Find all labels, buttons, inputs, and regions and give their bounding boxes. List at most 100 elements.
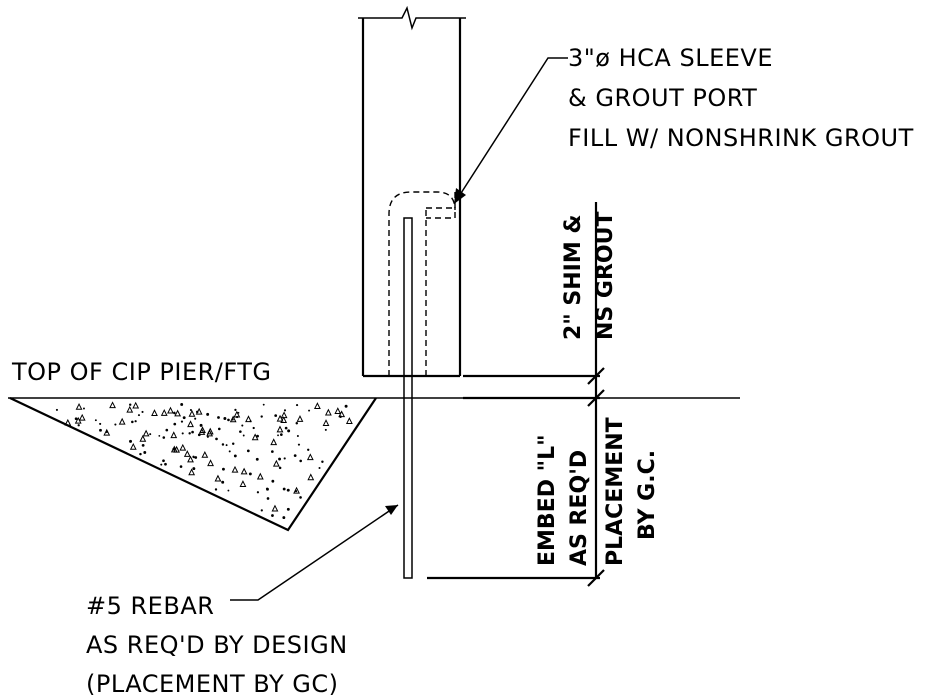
- stipple-dot: [318, 466, 321, 469]
- stipple-dot: [295, 422, 299, 425]
- stipple-triangle: [179, 443, 187, 451]
- stipple-triangle: [256, 472, 264, 480]
- stipple-dot: [274, 414, 278, 417]
- stipple-dot: [339, 415, 342, 418]
- sleeve-leader: [453, 57, 568, 205]
- stipple-dot: [256, 491, 260, 494]
- stipple-triangle: [187, 455, 194, 463]
- stipple-triangle: [206, 429, 214, 437]
- stipple-triangle: [201, 450, 209, 458]
- stipple-dot: [234, 408, 237, 411]
- stipple-dot: [94, 419, 97, 422]
- stipple-dot: [77, 424, 80, 427]
- stipple-dot: [277, 434, 279, 437]
- stipple-dot: [217, 416, 220, 419]
- stipple-triangle: [75, 402, 83, 410]
- stipple-dot: [256, 434, 259, 438]
- stipple-dot: [321, 460, 324, 463]
- stipple-dot: [282, 516, 286, 519]
- stipple-dot: [162, 436, 166, 439]
- stipple-dot: [74, 417, 78, 421]
- stipple-triangle: [170, 431, 178, 439]
- stipple-triangle: [272, 459, 280, 467]
- stipple-triangle: [78, 413, 86, 421]
- stipple-dot: [82, 407, 85, 410]
- stipple-triangle: [276, 425, 284, 433]
- stipple-dot: [260, 509, 263, 512]
- stipple-dot: [206, 435, 209, 438]
- stipple-triangle: [239, 480, 247, 487]
- stipple-dot: [199, 423, 203, 427]
- stipple-dot: [180, 403, 184, 406]
- stipple-triangle: [187, 420, 194, 428]
- stipple-dot: [280, 433, 283, 436]
- stipple-triangle: [251, 433, 259, 441]
- stipple-triangle: [195, 407, 203, 415]
- stipple-triangle: [126, 405, 134, 413]
- stipple-dot: [249, 420, 252, 423]
- placement-label-line1: PLACEMENT: [603, 417, 628, 566]
- stipple-dot: [307, 448, 310, 451]
- stipple-dot: [262, 403, 265, 406]
- stipple-triangle: [280, 416, 288, 424]
- stipple-dot: [134, 420, 137, 423]
- stipple-triangle: [188, 409, 196, 417]
- stipple-dot: [214, 488, 218, 491]
- stipple-triangle: [296, 415, 304, 422]
- stipple-dot: [182, 416, 186, 420]
- hca-sleeve: [388, 191, 456, 376]
- stipple-dot: [139, 452, 142, 456]
- stipple-dot: [131, 420, 134, 424]
- stipple-dot: [296, 435, 299, 438]
- stipple-triangle: [151, 409, 158, 416]
- stipple-dot: [287, 429, 291, 433]
- stipple-dot: [227, 489, 230, 492]
- stipple-dot: [222, 467, 225, 471]
- stipple-dot: [282, 487, 286, 491]
- stipple-dot: [197, 433, 201, 437]
- stipple-dot: [165, 428, 169, 432]
- stipple-dot: [235, 415, 239, 419]
- stipple-dot: [173, 422, 177, 426]
- stipple-dot: [271, 514, 274, 517]
- stipple-dot: [344, 404, 348, 408]
- stipple-dot: [308, 409, 311, 412]
- stipple-triangle: [139, 434, 147, 442]
- stipple-triangle: [345, 417, 353, 424]
- break-line: [358, 5, 466, 31]
- stipple-dot: [164, 462, 167, 466]
- sleeve-label-line3: FILL W/ NONSHRINK GROUT: [568, 124, 914, 152]
- top-of-pier-label: TOP OF CIP PIER/FTG: [11, 358, 272, 386]
- stipple-dot: [324, 428, 327, 431]
- stipple-dot: [286, 507, 290, 511]
- stipple-triangle: [109, 401, 116, 409]
- dimension-lines: [427, 202, 605, 587]
- stipple-dot: [225, 444, 228, 447]
- stipple-triangle: [199, 426, 206, 434]
- stipple-dot: [179, 465, 183, 468]
- stipple-dot: [241, 424, 244, 427]
- stipple-triangle: [324, 408, 332, 416]
- stipple-dot: [266, 497, 270, 500]
- stipple-dot: [217, 427, 221, 431]
- stipple-dot: [284, 426, 288, 430]
- stipple-dot: [206, 412, 210, 416]
- stipple-dot: [227, 418, 230, 422]
- stipple-triangle: [188, 468, 196, 476]
- stipple-dot: [255, 457, 259, 461]
- stipple-dot: [294, 490, 298, 493]
- stipple-triangle: [160, 409, 168, 416]
- stipple-triangle: [307, 473, 315, 481]
- rebar-label-line3: (PLACEMENT BY GC): [86, 670, 338, 696]
- stipple-dot: [129, 403, 132, 406]
- stipple-dot: [149, 433, 152, 436]
- stipple-dot: [299, 459, 303, 463]
- stipple-dot: [231, 418, 234, 421]
- stipple-dot: [297, 443, 301, 446]
- stipple-triangle: [334, 407, 342, 414]
- stipple-dot: [223, 417, 227, 420]
- embed-label-line2: AS REQ'D: [567, 450, 592, 566]
- stipple-dot: [188, 432, 191, 435]
- stipple-dot: [265, 487, 269, 490]
- stipple-dot: [137, 414, 140, 417]
